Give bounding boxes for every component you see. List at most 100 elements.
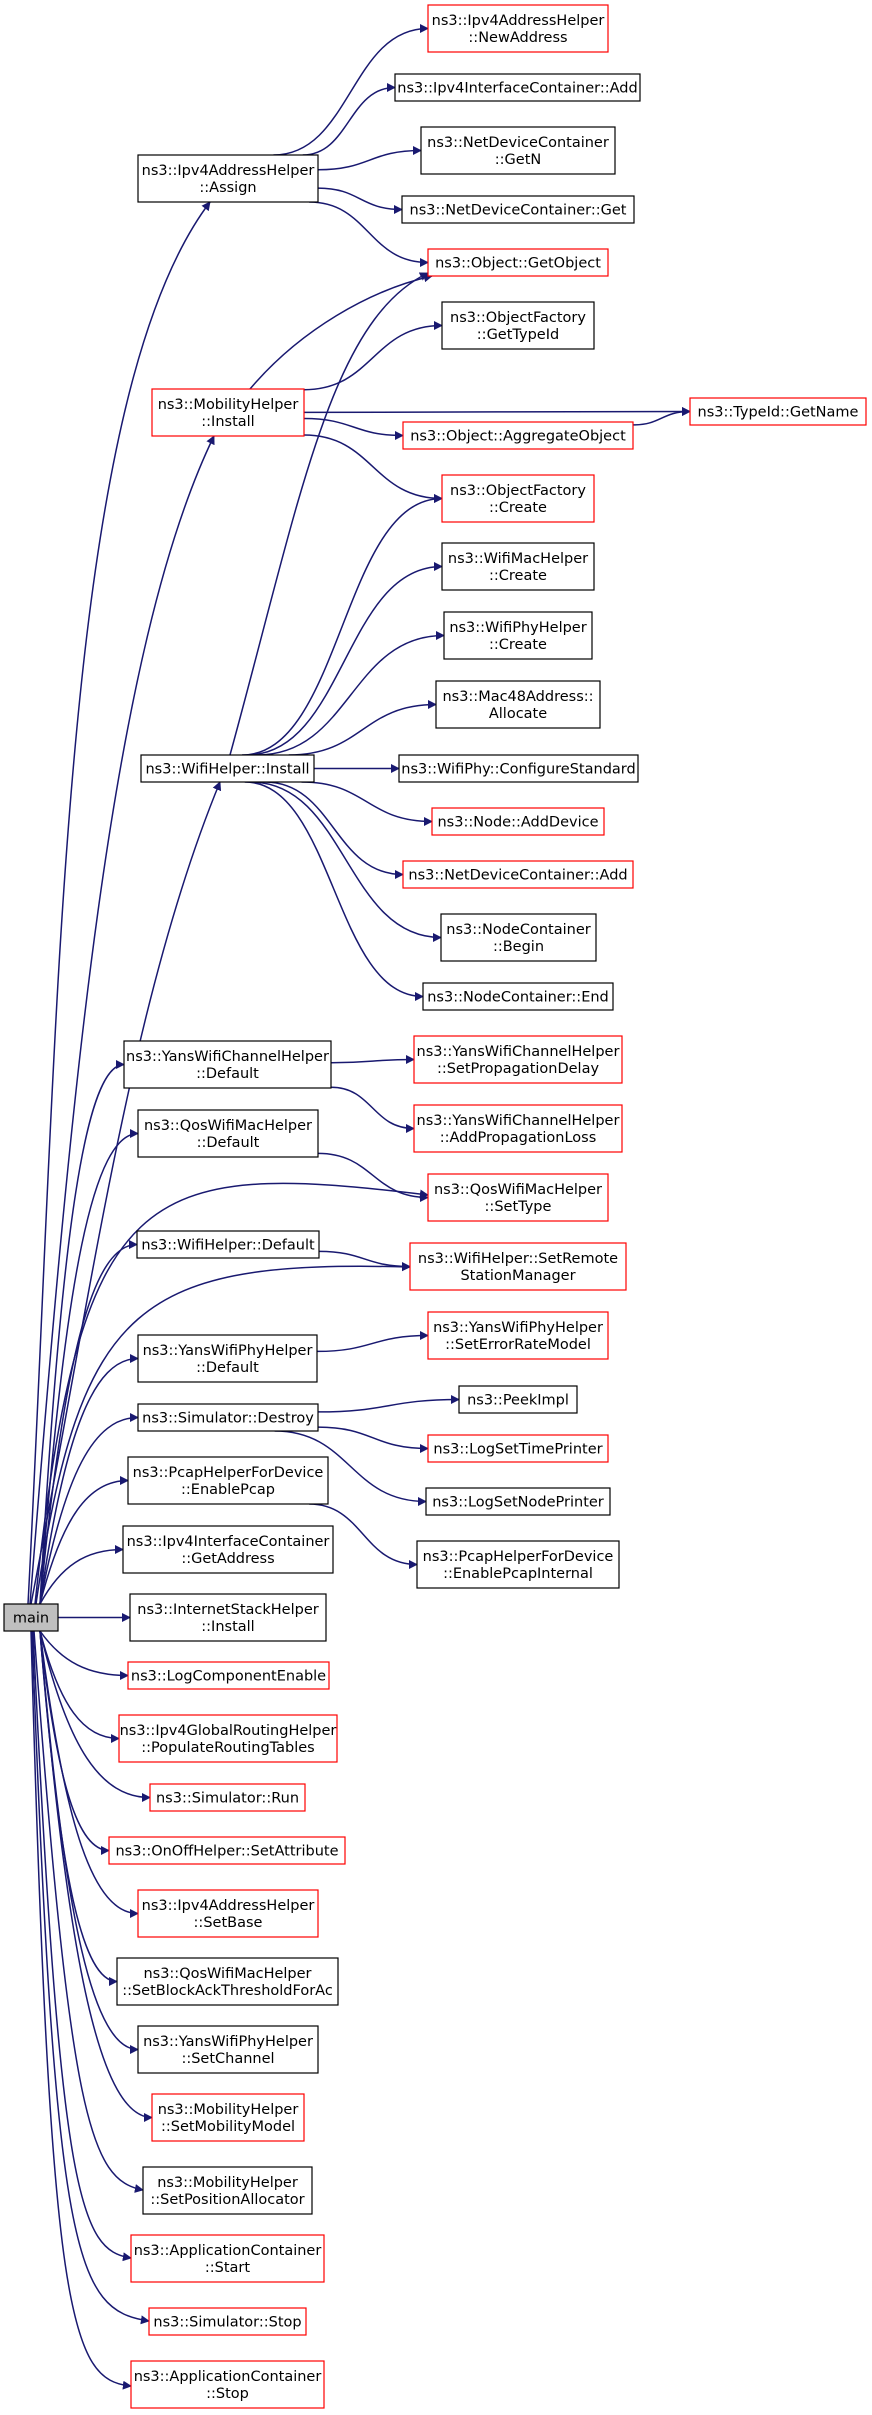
node-wifiphy_configurestandard[interactable]: ns3::WifiPhy::ConfigureStandard bbox=[398, 754, 639, 783]
node-box bbox=[137, 1403, 319, 1432]
node-simulator_destroy[interactable]: ns3::Simulator::Destroy bbox=[137, 1403, 319, 1432]
edge-yanschannel_default-to-yanschannel_addproploss bbox=[330, 1086, 415, 1133]
node-label: ::SetBase bbox=[194, 1915, 263, 1931]
node-ipv4helper_assign[interactable]: ns3::Ipv4AddressHelper::Assign bbox=[137, 154, 319, 203]
node-box bbox=[441, 474, 595, 523]
node-pcap_enableinternal[interactable]: ns3::PcapHelperForDevice::EnablePcapInte… bbox=[416, 1540, 620, 1589]
node-box bbox=[151, 388, 305, 437]
node-objectfactory_gettypeid[interactable]: ns3::ObjectFactory::GetTypeId bbox=[441, 301, 595, 350]
node-box bbox=[402, 421, 634, 450]
node-label: ns3::Object::GetObject bbox=[435, 256, 601, 272]
edge-mobility_install-to-objectfactory_create bbox=[303, 434, 443, 503]
node-internetstack_install[interactable]: ns3::InternetStackHelper::Install bbox=[129, 1593, 327, 1642]
node-box bbox=[130, 2360, 325, 2409]
node-nodecontainer_end[interactable]: ns3::NodeContainer::End bbox=[422, 982, 614, 1011]
edge-main-to-ipv4ic_getaddress bbox=[39, 1545, 124, 1605]
node-box bbox=[151, 2093, 305, 2142]
node-ipv4ic_getaddress[interactable]: ns3::Ipv4InterfaceContainer::GetAddress bbox=[122, 1525, 334, 1574]
edge-main-to-wifihelper_default bbox=[39, 1240, 138, 1605]
node-label: ns3::Ipv4InterfaceContainer::Add bbox=[397, 81, 637, 97]
node-label: ns3::PeekImpl bbox=[467, 1393, 569, 1409]
node-object_getobject[interactable]: ns3::Object::GetObject bbox=[427, 248, 609, 277]
edge-main-to-simulator_stop bbox=[31, 1630, 150, 2325]
node-mobility_install[interactable]: ns3::MobilityHelper::Install bbox=[151, 388, 305, 437]
node-mobility_setpositionallocator[interactable]: ns3::MobilityHelper::SetPositionAllocato… bbox=[142, 2166, 313, 2215]
node-ndc_getn[interactable]: ns3::NetDeviceContainer::GetN bbox=[420, 126, 616, 175]
node-pcap_enable[interactable]: ns3::PcapHelperForDevice::EnablePcap bbox=[127, 1456, 329, 1505]
node-label: ns3::QosWifiMacHelper bbox=[434, 1182, 602, 1198]
node-yanschannel_default[interactable]: ns3::YansWifiChannelHelper::Default bbox=[123, 1040, 332, 1089]
node-onoff_setattribute[interactable]: ns3::OnOffHelper::SetAttribute bbox=[108, 1836, 346, 1865]
node-logsettimeprinter[interactable]: ns3::LogSetTimePrinter bbox=[427, 1434, 609, 1463]
node-ndc_get[interactable]: ns3::NetDeviceContainer::Get bbox=[401, 195, 635, 224]
edge-main-to-ipv4global_populate bbox=[39, 1630, 120, 1743]
node-qoswifimac_setblockack[interactable]: ns3::QosWifiMacHelper::SetBlockAckThresh… bbox=[116, 1957, 339, 2006]
node-yansphy_seterrorratemodel[interactable]: ns3::YansWifiPhyHelper::SetErrorRateMode… bbox=[427, 1311, 609, 1360]
node-qoswifimac_settype[interactable]: ns3::QosWifiMacHelper::SetType bbox=[427, 1173, 609, 1222]
node-logsetnodeprinter[interactable]: ns3::LogSetNodePrinter bbox=[425, 1487, 611, 1516]
node-label: ns3::WifiPhy::ConfigureStandard bbox=[401, 762, 635, 778]
edge-wifihelper_install-to-nodecontainer_begin bbox=[250, 781, 442, 942]
node-label: ns3::Ipv4GlobalRoutingHelper bbox=[120, 1723, 337, 1739]
node-ipv4global_populate[interactable]: ns3::Ipv4GlobalRoutingHelper::PopulateRo… bbox=[118, 1714, 338, 1763]
nodes: main ns3::Ipv4AddressHelper::Assignns3::M… bbox=[3, 4, 867, 2409]
node-simulator_stop[interactable]: ns3::Simulator::Stop bbox=[148, 2307, 307, 2336]
node-ndc_add[interactable]: ns3::NetDeviceContainer::Add bbox=[402, 860, 634, 889]
node-yanschannel_addproploss[interactable]: ns3::YansWifiChannelHelper::AddPropagati… bbox=[413, 1104, 623, 1153]
node-wifihelper_install[interactable]: ns3::WifiHelper::Install bbox=[140, 754, 315, 783]
node-main[interactable]: main bbox=[3, 1603, 59, 1632]
node-label: ns3::ObjectFactory bbox=[450, 483, 586, 499]
edge-pcap_enable-to-pcap_enableinternal bbox=[309, 1503, 418, 1569]
node-appcontainer_start[interactable]: ns3::ApplicationContainer::Start bbox=[130, 2234, 325, 2283]
edge-main-to-mobility_setpositionallocator bbox=[33, 1630, 144, 2193]
node-box bbox=[142, 2166, 313, 2215]
node-label: ns3::PcapHelperForDevice bbox=[423, 1549, 614, 1565]
node-object_aggregateobject[interactable]: ns3::Object::AggregateObject bbox=[402, 421, 634, 450]
node-box bbox=[420, 126, 616, 175]
node-ipv4helper_setbase[interactable]: ns3::Ipv4AddressHelper::SetBase bbox=[137, 1889, 319, 1938]
node-qoswifimac_default[interactable]: ns3::QosWifiMacHelper::Default bbox=[137, 1109, 319, 1158]
node-mac48_allocate[interactable]: ns3::Mac48Address::Allocate bbox=[435, 680, 601, 729]
edge-main-to-ipv4helper_assign bbox=[27, 201, 211, 1605]
edge-mobility_install-to-object_aggregateobject bbox=[303, 417, 404, 440]
node-logcomponentenable[interactable]: ns3::LogComponentEnable bbox=[127, 1661, 330, 1690]
node-label: ::Stop bbox=[206, 2386, 249, 2402]
node-wifihelper_default[interactable]: ns3::WifiHelper::Default bbox=[136, 1230, 320, 1259]
node-wifimac_create[interactable]: ns3::WifiMacHelper::Create bbox=[441, 542, 595, 591]
node-node_adddevice[interactable]: ns3::Node::AddDevice bbox=[431, 807, 605, 836]
node-yansphy_setchannel[interactable]: ns3::YansWifiPhyHelper::SetChannel bbox=[137, 2025, 319, 2074]
node-ipv4helper_newaddress[interactable]: ns3::Ipv4AddressHelper::NewAddress bbox=[427, 4, 609, 53]
node-label: ns3::YansWifiChannelHelper bbox=[417, 1044, 620, 1060]
node-objectfactory_create[interactable]: ns3::ObjectFactory::Create bbox=[441, 474, 595, 523]
node-wifiphy_create[interactable]: ns3::WifiPhyHelper::Create bbox=[443, 611, 593, 660]
node-simulator_run[interactable]: ns3::Simulator::Run bbox=[149, 1783, 306, 1812]
node-nodecontainer_begin[interactable]: ns3::NodeContainer::Begin bbox=[440, 913, 597, 962]
node-appcontainer_stop[interactable]: ns3::ApplicationContainer::Stop bbox=[130, 2360, 325, 2409]
node-box bbox=[431, 807, 605, 836]
node-label: ::SetChannel bbox=[181, 2051, 274, 2067]
node-box bbox=[140, 754, 315, 783]
edge-ipv4helper_assign-to-ndc_get bbox=[317, 187, 403, 214]
edge-wifihelper_install-to-node_adddevice bbox=[301, 781, 433, 826]
node-label: ::Install bbox=[201, 1619, 254, 1635]
node-box bbox=[427, 248, 609, 277]
node-label: ::Install bbox=[201, 414, 254, 430]
node-box bbox=[401, 195, 635, 224]
edge-main-to-simulator_run bbox=[39, 1630, 151, 1802]
node-box bbox=[127, 1661, 330, 1690]
node-box bbox=[394, 73, 641, 102]
node-yansphy_default[interactable]: ns3::YansWifiPhyHelper::Default bbox=[137, 1334, 318, 1383]
node-typeid_getname[interactable]: ns3::TypeId::GetName bbox=[689, 397, 867, 426]
edge-mobility_install-to-typeid_getname bbox=[303, 407, 691, 417]
edge-main-to-ipv4helper_setbase bbox=[39, 1630, 139, 1918]
node-label: ns3::OnOffHelper::SetAttribute bbox=[115, 1844, 338, 1860]
node-ipv4ic_add[interactable]: ns3::Ipv4InterfaceContainer::Add bbox=[394, 73, 641, 102]
node-label: ::SetBlockAckThresholdForAc bbox=[122, 1983, 333, 1999]
node-box bbox=[422, 982, 614, 1011]
node-label: ns3::Object::AggregateObject bbox=[410, 429, 626, 445]
node-peekimpl[interactable]: ns3::PeekImpl bbox=[458, 1385, 578, 1414]
node-label: Allocate bbox=[489, 706, 547, 722]
node-mobility_setmobilitymodel[interactable]: ns3::MobilityHelper::SetMobilityModel bbox=[151, 2093, 305, 2142]
node-yanschannel_setpropdelay[interactable]: ns3::YansWifiChannelHelper::SetPropagati… bbox=[413, 1035, 623, 1084]
